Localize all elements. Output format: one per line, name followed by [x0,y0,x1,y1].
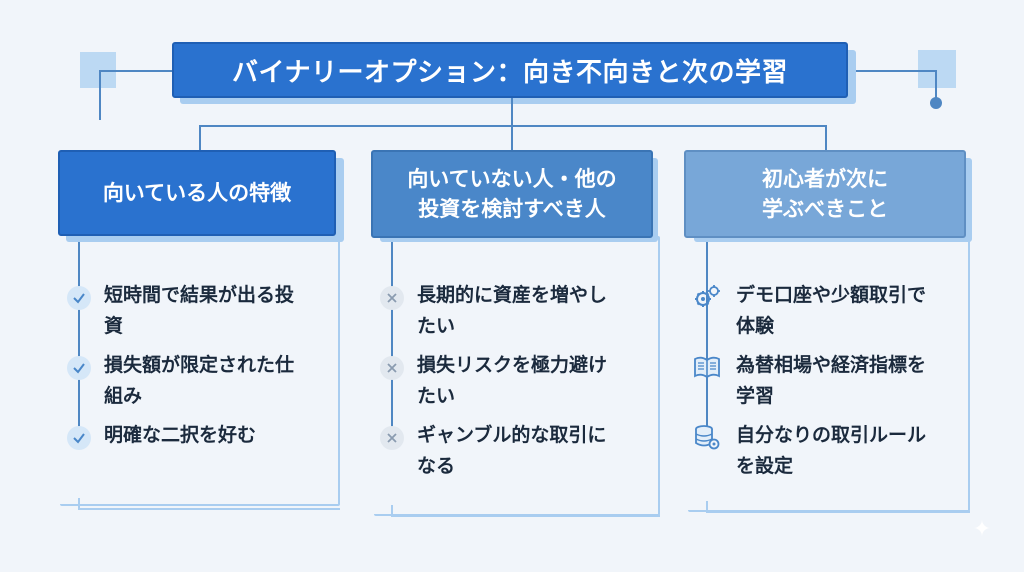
column-3-stem [706,240,708,445]
connector-branch-2 [511,125,513,151]
item-line: たい [417,385,456,407]
item-line: 体験 [736,315,775,337]
item-line: ギャンブル的な取引に [417,424,607,446]
cross-icon [380,426,404,450]
column-3-bottom-line [706,511,970,513]
column-1-bottom-stub [78,498,80,510]
item-line: 損失リスクを極力避け [417,354,608,376]
column-1-stem [78,240,80,440]
column-2-stem [391,240,393,440]
list-item: ギャンブル的な取引になる [417,420,657,482]
item-line: を設定 [736,455,794,477]
database-gear-icon [692,422,722,452]
connector-horizontal [199,125,827,127]
decor-line-left-horizontal [99,70,172,72]
column-2-heading: 向いていない人・他の 投資を検討すべき人 [371,150,653,238]
column-3-bottom-stub [706,501,708,513]
decor-dot-right [930,97,942,109]
column-1-heading-line: 向いている人の特徴 [102,181,292,205]
gears-icon [692,282,722,312]
list-item: 為替相場や経済指標を学習 [736,350,976,412]
item-line: 短時間で結果が出る投 [104,284,295,306]
item-line: 為替相場や経済指標を [736,354,927,376]
decor-line-left-vertical [99,70,101,120]
column-3-heading-line: 学ぶべきこと [762,197,888,221]
list-item: 短時間で結果が出る投資 [104,280,344,342]
item-line: 長期的に資産を増やし [417,284,608,306]
column-1-bottom-line [78,508,340,510]
check-icon [67,286,91,310]
decor-line-right-vertical [935,70,937,102]
item-line: 組み [104,385,143,407]
item-line: 損失額が限定された仕 [104,354,295,376]
item-line: 資 [104,315,124,337]
connector-trunk [511,98,513,126]
column-3-heading-line: 初心者が次に [762,167,888,191]
sparkle-icon: ✦ [972,517,992,542]
list-item: 損失額が限定された仕組み [104,350,344,412]
column-2-bottom-stub [391,505,393,517]
column-2-heading-line: 投資を検討すべき人 [418,197,606,221]
column-2-bottom-line [391,515,660,517]
diagram-title: バイナリーオプション：向き不向きと次の学習 [172,42,848,98]
connector-branch-1 [199,125,201,151]
decor-line-right-horizontal [850,70,936,72]
list-item: 損失リスクを極力避けたい [417,350,657,412]
column-1-heading: 向いている人の特徴 [58,150,336,236]
list-item: 明確な二択を好む [104,420,344,451]
item-line: 自分なりの取引ルール [736,424,927,446]
check-icon [67,426,91,450]
list-item: デモ口座や少額取引で体験 [736,280,976,342]
item-line: 学習 [736,385,775,407]
decor-square-right [918,50,956,88]
list-item: 長期的に資産を増やしたい [417,280,657,342]
cross-icon [380,356,404,380]
item-line: なる [417,455,456,477]
list-item: 自分なりの取引ルールを設定 [736,420,976,482]
cross-icon [380,286,404,310]
column-3-heading: 初心者が次に 学ぶべきこと [684,150,966,238]
book-icon [692,352,722,382]
check-icon [67,356,91,380]
item-line: デモ口座や少額取引で [736,284,927,306]
column-1-frame [60,236,340,506]
item-line: たい [417,315,456,337]
item-line: 明確な二択を好む [104,424,257,446]
connector-branch-3 [825,125,827,151]
column-2-heading-line: 向いていない人・他の [407,167,617,191]
